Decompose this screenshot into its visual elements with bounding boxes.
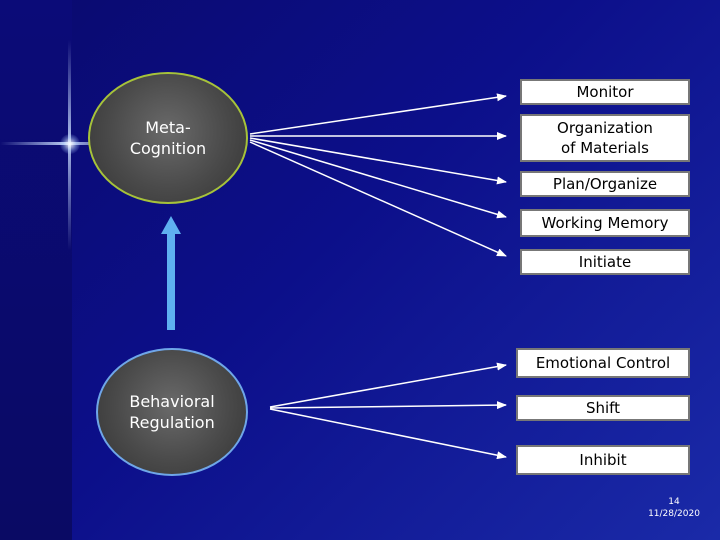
box-inhibit: Inhibit: [516, 445, 690, 475]
slide-footer: 14 11/28/2020: [644, 496, 704, 520]
box-monitor: Monitor: [520, 79, 690, 105]
behavioral-regulation-node: Behavioral Regulation: [96, 348, 248, 476]
arrow-to-plan: [249, 137, 507, 185]
arrow-to-initiate: [249, 141, 507, 257]
arrow-to-inhibit: [269, 408, 507, 460]
arrow-to-shift: [269, 401, 507, 410]
up-arrow-icon: [161, 216, 181, 330]
box-shift: Shift: [516, 395, 690, 421]
slide-date: 11/28/2020: [648, 509, 700, 519]
box-initiate: Initiate: [520, 249, 690, 275]
arrow-to-emotional-control: [269, 362, 507, 408]
box-emotional-control: Emotional Control: [516, 348, 690, 378]
box-working-memory: Working Memory: [520, 209, 690, 237]
meta-cognition-label: Meta- Cognition: [129, 118, 207, 158]
meta-cognition-node: Meta- Cognition: [88, 72, 248, 204]
box-organization-of-materials: Organization of Materials: [520, 114, 690, 162]
left-panel: [0, 0, 72, 540]
page-number: 14: [668, 497, 680, 507]
arrow-to-monitor: [249, 93, 507, 135]
arrow-to-working-memory: [249, 139, 507, 219]
behavioral-regulation-label: Behavioral Regulation: [129, 392, 215, 432]
box-plan-organize: Plan/Organize: [520, 171, 690, 197]
lens-flare-core: [60, 134, 80, 154]
